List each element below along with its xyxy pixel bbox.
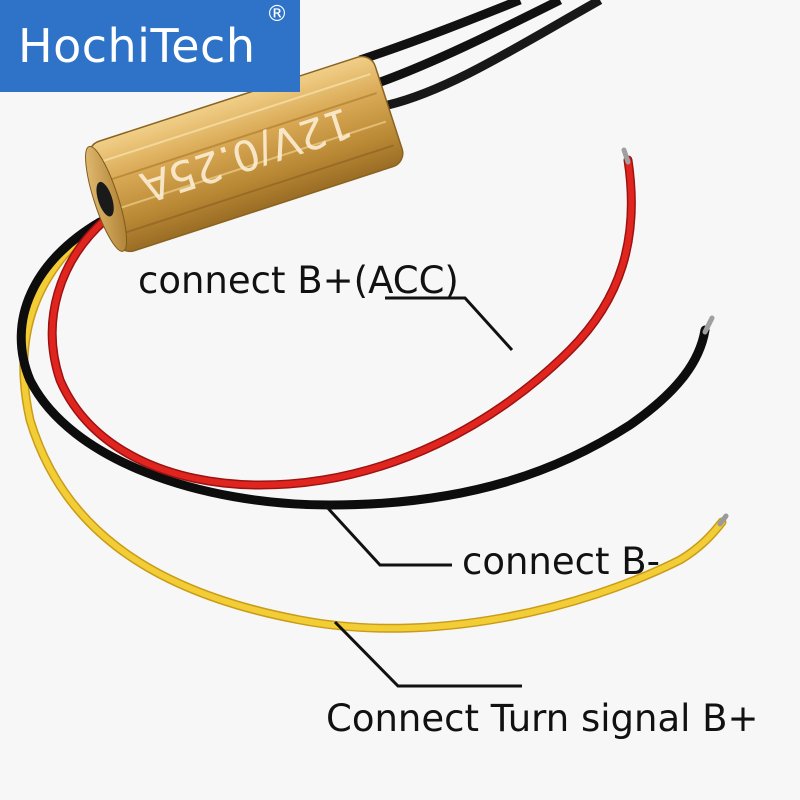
- brand-name: HochiTech: [18, 19, 256, 73]
- leader-turn: [333, 620, 522, 688]
- red-wire: [47, 147, 636, 490]
- leader-ground: [323, 503, 452, 567]
- input-wires: [358, 0, 603, 110]
- label-turn-signal: Connect Turn signal B+: [326, 697, 759, 740]
- label-acc: connect B+(ACC): [138, 259, 459, 302]
- registered-mark: ®: [266, 2, 289, 27]
- brand-logo: HochiTech ®: [0, 0, 300, 92]
- label-ground: connect B-: [462, 540, 660, 583]
- black-wire: [16, 217, 715, 510]
- gold-housing: 12V/0.25A: [85, 55, 404, 253]
- leader-acc: [385, 296, 514, 352]
- leader-lines: [323, 296, 522, 688]
